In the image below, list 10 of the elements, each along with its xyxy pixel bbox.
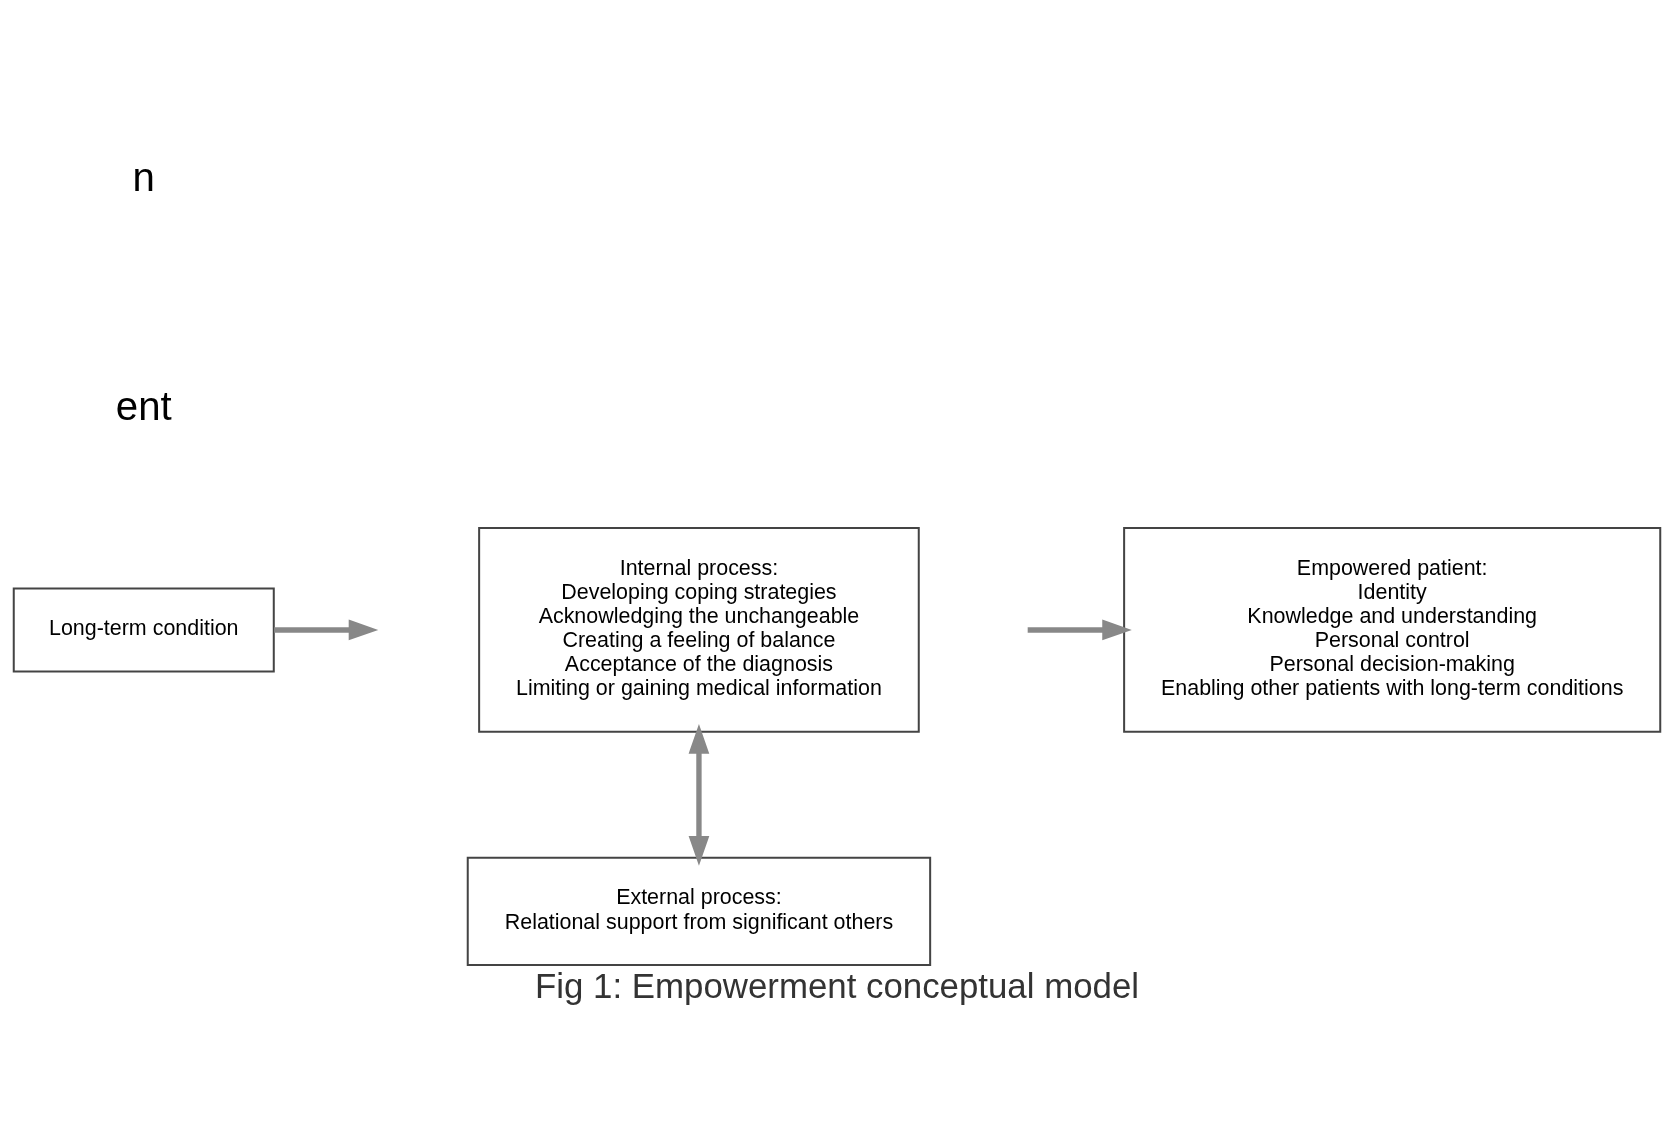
node-box: Internal process: Developing coping strategies Acknowledging the unchangeable Creating a feeling of balance Acceptance of the diagnosis Limiting or gaining medical information <box>478 526 920 733</box>
node-box: External process: Relational support from significant others <box>466 856 932 966</box>
caption: Fig 1: Empowerment conceptual model <box>535 965 1139 1005</box>
arrow <box>1027 619 1132 640</box>
label: ent <box>115 383 172 429</box>
arrow <box>688 723 710 866</box>
arrow <box>274 619 379 640</box>
label: n <box>132 154 155 200</box>
node-box: Long-term condition <box>12 586 275 673</box>
node-box: Empowered patient: Identity Knowledge and understanding Personal control Personal decision-making Enabling other patients with long-term conditions <box>1123 526 1662 733</box>
